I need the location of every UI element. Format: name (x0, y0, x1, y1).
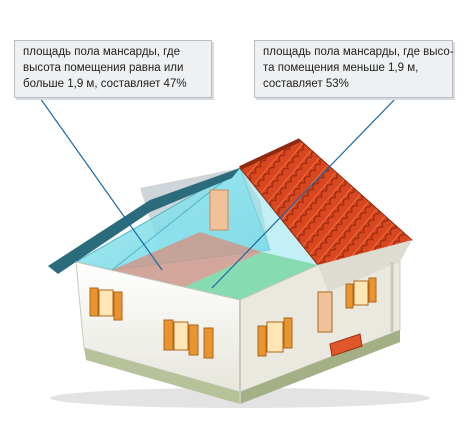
callout-tall-area-line-2: высота помещения равна или (23, 62, 184, 74)
side-gable (318, 240, 412, 292)
attic-interior-door (209, 189, 229, 231)
attic-floor-low (178, 252, 318, 300)
callout-low-area-line-1: площадь пола мансарды, где высо- (263, 46, 454, 58)
callout-tall-area-line-1: площадь пола мансарды, где (23, 46, 180, 58)
attic-floor-tall (112, 232, 262, 290)
leader-line-left (39, 97, 163, 271)
callout-low-area-line-3: составляет 53% (263, 78, 349, 90)
window-front-left (89, 287, 123, 321)
plinth-front (84, 348, 240, 404)
plinth-side (240, 330, 400, 404)
leader-line-right (211, 97, 397, 289)
window-side-right (345, 277, 377, 309)
callout-low-area: площадь пола мансарды, где высо- та поме… (254, 40, 454, 98)
window-side-left (257, 317, 293, 357)
callout-tall-area-line-3: больше 1,9 м, составляет 47% (23, 78, 187, 90)
roof-eave-left (48, 168, 240, 274)
entrance-steps (329, 333, 363, 357)
roof-ridge (239, 138, 301, 170)
callout-low-area-line-2: та помещения меньше 1,9 м, (263, 62, 419, 74)
window-front-middle (163, 319, 214, 359)
callout-tall-area: площадь пола мансарды, где высота помеще… (14, 40, 212, 98)
side-door (317, 291, 333, 333)
